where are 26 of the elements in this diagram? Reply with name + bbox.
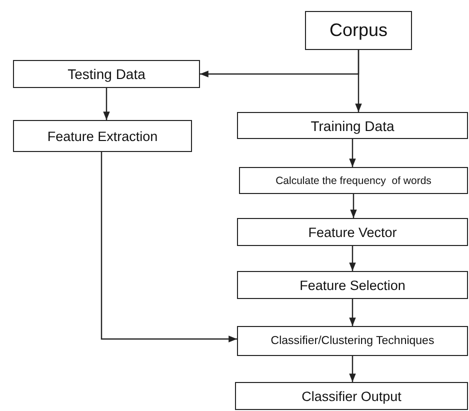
process-box [235, 382, 468, 410]
box-label: Training Data [310, 118, 394, 134]
box-label: Classifier Output [302, 388, 402, 404]
arrow [349, 356, 356, 382]
box-label: Feature Vector [308, 224, 397, 240]
process-box [237, 271, 468, 299]
process-box [13, 60, 200, 88]
box-label: Testing Data [68, 66, 146, 82]
box-label: Classifier/Clustering Techniques [270, 335, 434, 347]
arrow [349, 139, 356, 167]
process-box [13, 120, 192, 152]
arrow [350, 194, 357, 218]
process-box [237, 326, 468, 356]
arrow [349, 246, 356, 271]
process-box [305, 11, 412, 50]
process-box [237, 112, 468, 139]
box-label: Feature Selection [300, 278, 406, 292]
arrow [355, 50, 362, 112]
arrow [103, 88, 110, 120]
process-box [239, 167, 468, 194]
box-label: Feature Extraction [47, 128, 158, 144]
box-label: Corpus [329, 20, 388, 41]
arrow [100, 152, 237, 342]
box-label: Calculate the frequency of words [276, 174, 432, 186]
arrow [349, 299, 356, 326]
process-box [237, 218, 468, 246]
